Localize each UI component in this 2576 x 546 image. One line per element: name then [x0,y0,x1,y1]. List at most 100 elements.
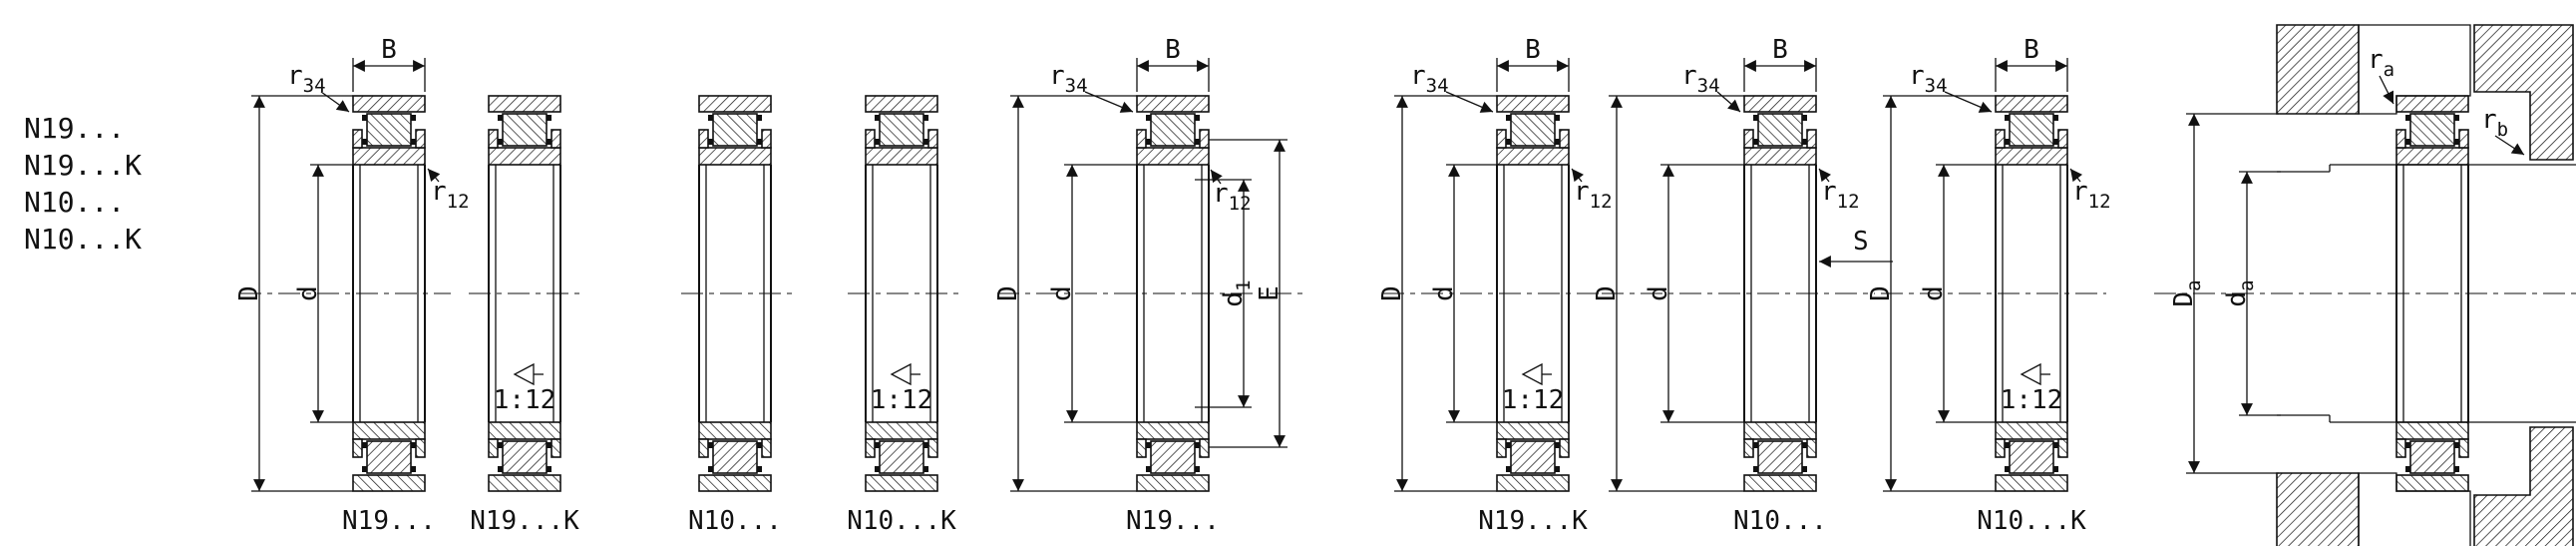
series-legend: N19... N19...K N10... N10...K [24,112,142,256]
series-label-n10k: N10...K [24,223,142,256]
dim-label-S: S [1853,227,1869,257]
dim-label-B: B [2024,35,2039,65]
dim-da: da [2222,171,2281,416]
dim-D: D [1592,95,1744,492]
dim-label-rb: rb [2481,105,2508,141]
dim-d: d [1429,164,1497,423]
dim-r12: r12 [2069,168,2111,213]
dim-D: D [993,95,1137,492]
dim-d: d [1919,164,1996,423]
dim-label-d: d [1644,285,1673,301]
diagram-2-n19k: 1:12 N19...K [469,96,584,536]
dim-r34: r34 [1909,61,1993,113]
dim-label-r34: r34 [1410,61,1449,97]
end-cover-top [2473,24,2574,161]
dim-r34: r34 [287,61,350,113]
dim-label-r34: r34 [287,61,326,97]
housing-seat-bottom [2358,472,2471,546]
dim-r12: r12 [1571,168,1613,213]
dim-label-r34: r34 [1681,61,1720,97]
series-label-n10: N10... [24,186,125,219]
housing-block-top-left [2276,24,2360,115]
dim-Da: Da [2169,113,2279,474]
dim-S: S [1819,227,1893,268]
dim-B: B [1136,35,1210,92]
dim-label-B: B [381,35,397,65]
dim-B: B [1496,35,1570,92]
dim-r34: r34 [1681,61,1741,113]
dim-label-r34: r34 [1049,61,1088,97]
dim-label-B: B [1525,35,1541,65]
diagram-7-n10: D d B r34 r12 S N10... [1592,35,1893,536]
dim-d: d [1644,164,1744,423]
taper-symbol: 1:12 [2001,362,2063,415]
dim-label-r12: r12 [2072,177,2111,213]
taper-ratio-label: 1:12 [1502,385,1565,415]
taper-triangle-icon [1521,362,1543,386]
dim-d: d [293,164,353,423]
caption: N19... [1126,506,1220,536]
dim-label-B: B [1165,35,1181,65]
diagram-1-n19: D d B r34 r12 N19... [234,35,470,536]
dim-D: D [234,95,353,492]
taper-ratio-label: 1:12 [2001,385,2063,415]
dim-B: B [1995,35,2068,92]
dim-label-E: E [1255,285,1285,301]
taper-symbol: 1:12 [1502,362,1565,415]
dim-label-D: D [1592,285,1622,301]
taper-triangle-icon [890,362,912,386]
diagram-5-n19: D d B r34 r12 d1 E N19... [993,35,1306,536]
dim-D: D [1866,95,1996,492]
taper-symbol: 1:12 [494,362,556,415]
taper-symbol: 1:12 [871,362,932,415]
end-cover-bottom [2473,426,2574,546]
dim-label-d: d [1047,285,1077,301]
diagram-4-n10k: 1:12 N10...K [847,96,959,536]
dim-label-d1: d1 [1219,279,1255,306]
dim-E: E [1209,139,1288,448]
shaft-outline [2277,164,2576,423]
housing-seat-top [2358,24,2471,115]
caption: N10... [1733,506,1827,536]
dim-label-Da: Da [2169,279,2205,306]
dim-label-D: D [1866,285,1896,301]
caption: N10...K [847,506,956,536]
dim-rb: rb [2481,105,2525,156]
dim-label-D: D [1377,285,1407,301]
dim-label-d: d [293,285,323,301]
taper-triangle-icon [2020,362,2041,386]
dim-B: B [352,35,426,92]
dim-label-ra: ra [2368,45,2394,81]
dim-r12: r12 [427,168,470,213]
dim-r34: r34 [1410,61,1494,113]
dim-label-D: D [993,285,1023,301]
dim-r12: r12 [1210,169,1252,215]
dim-label-r34: r34 [1909,61,1948,97]
dim-label-d: d [1429,285,1459,301]
dim-label-r12: r12 [1574,177,1613,213]
dim-r34: r34 [1049,61,1134,113]
taper-ratio-label: 1:12 [494,385,556,415]
diagram-6-n19k: D d B r34 r12 1:12 N19...K [1377,35,1613,536]
caption: N10... [688,506,782,536]
dim-ra: ra [2368,45,2394,105]
installation-drawing: Da da ra rb [2154,24,2576,546]
dim-r12: r12 [1818,168,1860,213]
series-label-n19: N19... [24,112,125,145]
housing-block-bottom-left [2276,472,2360,546]
caption: N19...K [1478,506,1588,536]
caption: N19...K [470,506,579,536]
caption: N10...K [1977,506,2086,536]
diagram-8-n10k: D d B r34 r12 1:12 N10...K [1866,35,2111,536]
dim-B: B [1743,35,1817,92]
dim-label-d: d [1919,285,1949,301]
dim-label-r12: r12 [431,177,470,213]
dim-label-r12: r12 [1213,179,1252,215]
caption: N19... [342,506,436,536]
dim-label-D: D [234,285,264,301]
dim-label-r12: r12 [1821,177,1860,213]
dim-label-B: B [1772,35,1788,65]
dim-D: D [1377,95,1497,492]
